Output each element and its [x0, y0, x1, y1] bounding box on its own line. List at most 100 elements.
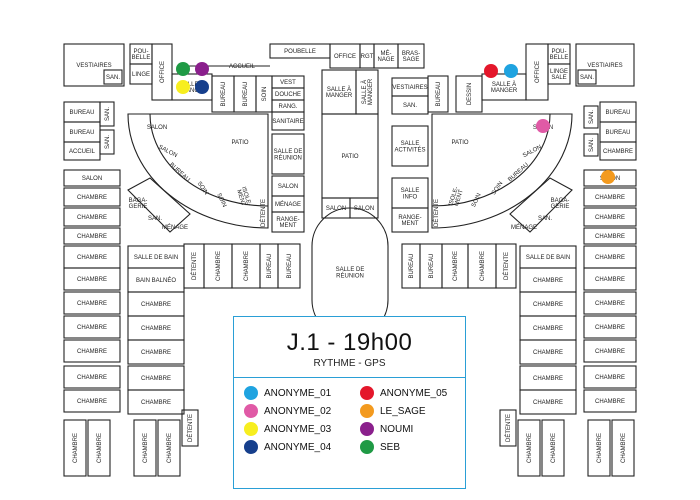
room-chambre — [63, 315, 121, 339]
room-salle-reunion — [271, 133, 305, 175]
legend-label: ANONYME_03 — [264, 423, 332, 435]
legend-item-noumi: NOUMI — [360, 422, 413, 436]
room-label-bain-balneo: BAIN BALNÉO — [136, 277, 176, 284]
room-label-chambre: CHAMBRE — [141, 376, 171, 382]
room-chambre — [587, 419, 611, 477]
position-marker-seb — [176, 62, 190, 76]
room-label-soin: SOIN — [491, 181, 504, 196]
position-marker-anonyme-05 — [484, 64, 498, 78]
room-linge-sale — [547, 63, 571, 85]
room-chambre — [63, 419, 87, 477]
position-marker-anonyme-04 — [195, 80, 209, 94]
room-label-san: SAN. — [105, 135, 111, 149]
room-chambre — [583, 365, 637, 389]
legend-swatch — [360, 404, 374, 418]
legend-label: NOUMI — [380, 423, 414, 435]
room-chambre — [611, 419, 635, 477]
room-label-chambre: CHAMBRE — [143, 433, 149, 463]
room-chambre — [157, 419, 181, 477]
room-label-chambre: CHAMBRE — [595, 325, 625, 331]
room-label-chambre: CHAMBRE — [77, 215, 107, 221]
room-label-menage-long: MÉNAGE — [275, 201, 301, 208]
room-label-office: OFFICE — [160, 61, 166, 83]
room-chambre — [583, 207, 637, 227]
room-label-chambre: CHAMBRE — [597, 433, 603, 463]
room-label-chambre: CHAMBRE — [595, 277, 625, 283]
room-chambre — [583, 339, 637, 363]
map-subtitle: RYTHME - GPS — [313, 358, 386, 369]
legend-label: ANONYME_02 — [264, 405, 332, 417]
room-label-soin: SOIN — [196, 181, 209, 196]
room-san — [99, 129, 115, 155]
patio-east-outline — [431, 113, 573, 229]
legend-label: LE_SAGE — [380, 405, 426, 417]
room-label-san: SAN. — [105, 107, 111, 121]
room-label-chambre: CHAMBRE — [77, 255, 107, 261]
room-label-bureau: BUREAU — [429, 253, 435, 278]
position-marker-anonyme-02 — [536, 119, 550, 133]
room-label-chambre: CHAMBRE — [77, 325, 107, 331]
legend-swatch — [360, 422, 374, 436]
room-label-chambre: CHAMBRE — [533, 278, 563, 284]
room-chambre — [127, 339, 185, 365]
room-vestiaires — [63, 43, 125, 87]
legend-swatch — [244, 404, 258, 418]
room-label-chambre: CHAMBRE — [595, 234, 625, 240]
room-label-salle-a-manger: SALLE ÀMANGER — [361, 78, 374, 105]
room-label-chambre: CHAMBRE — [77, 375, 107, 381]
room-san — [583, 105, 599, 129]
room-chambre — [87, 419, 111, 477]
room-label-chambre: CHAMBRE — [97, 433, 103, 463]
room-label-office: OFFICE — [535, 61, 541, 83]
room-label-salle-de-bain: SALLE DE BAIN — [134, 255, 178, 261]
room-label-rangement: RANGE-MENT — [398, 215, 421, 227]
room-label-bureau: BUREAU — [69, 110, 94, 116]
room-label-bureau: BUREAU — [221, 81, 227, 106]
legend-swatch — [244, 386, 258, 400]
room-label-chambre: CHAMBRE — [216, 251, 222, 281]
room-chambre — [63, 187, 121, 207]
room-label-douche: DOUCHE — [275, 92, 301, 98]
room-label-chambre: CHAMBRE — [551, 433, 557, 463]
room-salle-activites — [391, 125, 429, 167]
room-detente — [495, 243, 517, 289]
position-marker-anonyme-01 — [504, 64, 518, 78]
room-label-rangement: RANGE-MENT — [276, 217, 299, 229]
room-label-rgt: RGT — [361, 54, 374, 60]
room-label-vestiaires: VESTIAIRES — [392, 85, 427, 91]
room-label-chambre: CHAMBRE — [595, 195, 625, 201]
room-label-salon: SALON — [326, 206, 346, 212]
legend-item-anonyme-02: ANONYME_02 — [244, 404, 331, 418]
room-label-chambre: CHAMBRE — [77, 349, 107, 355]
room-label-vestiaires: VESTIAIRES — [587, 63, 622, 69]
room-chambre — [583, 389, 637, 413]
room-label-bureau: BUREAU — [507, 162, 530, 183]
room-label-dessin: DESSIN — [467, 83, 473, 105]
room-label-detente: DÉTENTE — [191, 252, 198, 280]
room-label-bureau: BUREAU — [605, 130, 630, 136]
legend-swatch — [244, 440, 258, 454]
room-chambre — [63, 267, 121, 291]
room-label-chambre: CHAMBRE — [533, 376, 563, 382]
bagagerie-west-outline — [127, 177, 191, 233]
room-chambre — [63, 339, 121, 363]
room-chambre — [63, 227, 121, 245]
legend-item-seb: SEB — [360, 440, 400, 454]
room-label-san: SAN. — [589, 110, 595, 124]
room-label-vest: VEST — [280, 80, 296, 86]
room-chambre — [63, 389, 121, 413]
room-label-chambre: CHAMBRE — [77, 399, 107, 405]
room-label-chambre: CHAMBRE — [141, 302, 171, 308]
room-label-bagagerie: BAGA-GERIE — [551, 198, 570, 210]
room-label-linge: LINGE — [132, 72, 150, 78]
bagagerie-east-outline — [509, 177, 573, 233]
room-label-soin: SOIN — [262, 87, 268, 102]
room-label-soin: SOIN — [471, 192, 483, 208]
room-label-chambre: CHAMBRE — [533, 302, 563, 308]
room-label-chambre: CHAMBRE — [77, 195, 107, 201]
